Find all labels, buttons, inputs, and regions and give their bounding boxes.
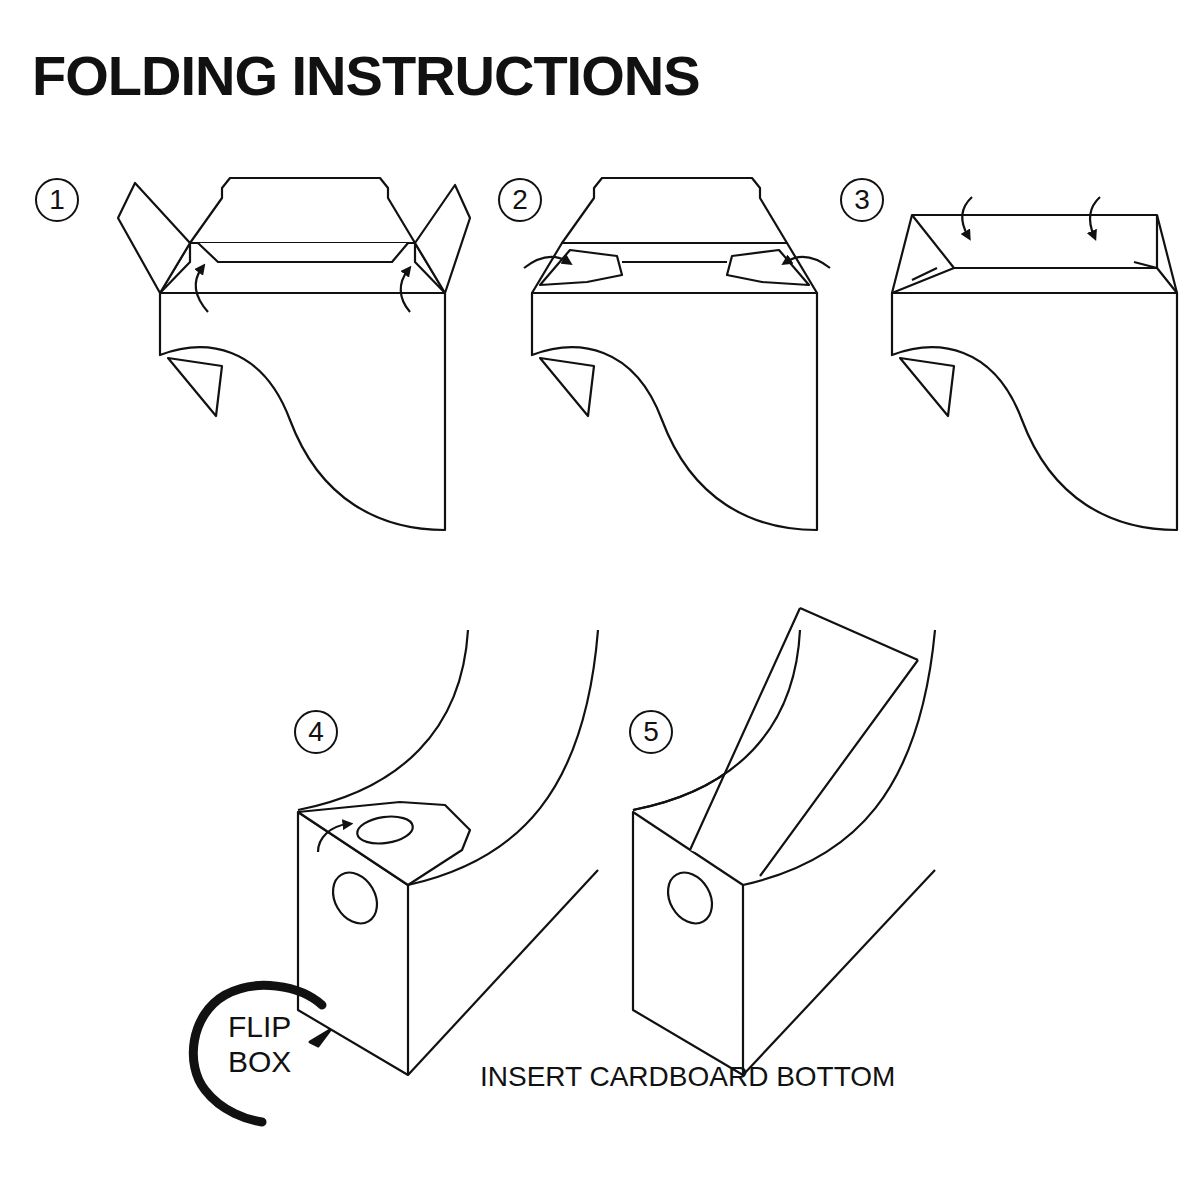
- step-number-circle: 3: [840, 178, 884, 222]
- drawing-path: [298, 630, 468, 810]
- step-3-box: [892, 197, 1177, 530]
- step-number: 1: [49, 186, 65, 214]
- step-5-box: [633, 608, 935, 1075]
- drawing-path: [190, 178, 415, 243]
- drawing-path: [540, 250, 622, 285]
- flip-arrow: [193, 985, 330, 1122]
- step-number: 2: [512, 186, 528, 214]
- drawing-path: [298, 802, 470, 885]
- drawing-path: [1090, 197, 1100, 236]
- drawing-path: [892, 215, 1177, 293]
- step-number: 3: [854, 186, 870, 214]
- step-number: 5: [643, 718, 659, 746]
- drawing-path: [743, 870, 935, 1075]
- flip-instruction: FLIP BOX: [228, 1010, 303, 1079]
- drawing-path: [912, 262, 1157, 280]
- drawing-path: [318, 824, 348, 852]
- step-2-box: [524, 178, 830, 530]
- drawing-path: [524, 257, 568, 268]
- drawing-path: [401, 270, 410, 312]
- drawing-path: [532, 243, 817, 293]
- step-number-circle: 4: [294, 710, 338, 754]
- drawing-ellipse: [659, 865, 721, 932]
- drawing-path: [310, 1030, 330, 1046]
- drawing-path: [562, 178, 787, 243]
- drawing-path: [727, 250, 809, 285]
- step-number-circle: 5: [629, 710, 673, 754]
- drawing-use: [892, 293, 1177, 530]
- drawing-path: [633, 630, 800, 810]
- step-number-circle: 1: [35, 178, 79, 222]
- drawing-path: [196, 268, 208, 312]
- drawing-path: [415, 185, 470, 293]
- step-number: 4: [308, 718, 324, 746]
- step-4-box: [298, 630, 598, 1075]
- drawing-path: [193, 985, 322, 1122]
- step-1-box: [118, 178, 470, 530]
- drawing-path: [622, 261, 727, 263]
- drawing-path: [160, 243, 445, 293]
- drawing-path: [408, 870, 598, 1075]
- step-caption: INSERT CARDBOARD BOTTOM: [480, 1062, 1000, 1093]
- drawing-path: [198, 243, 408, 262]
- drawing-ellipse: [324, 865, 386, 932]
- drawing-path: [690, 608, 918, 876]
- page-title: FOLDING INSTRUCTIONS: [32, 48, 700, 104]
- drawing-path: [786, 257, 830, 268]
- step-number-circle: 2: [498, 178, 542, 222]
- drawing-path: [962, 197, 972, 236]
- drawing-path: [892, 215, 1177, 293]
- drawing-use: [532, 293, 817, 530]
- drawing-path: [160, 243, 445, 293]
- drawing-use: [160, 293, 445, 530]
- drawing-path: [118, 183, 190, 293]
- drawing-path: [690, 608, 918, 876]
- drawing-path: [160, 243, 445, 293]
- drawing-ellipse: [355, 813, 414, 847]
